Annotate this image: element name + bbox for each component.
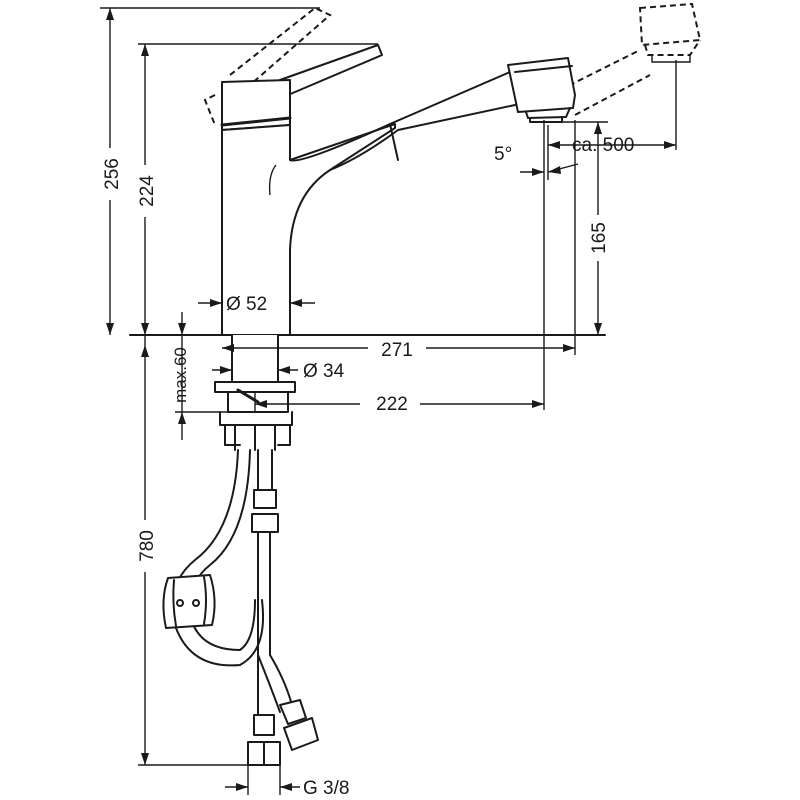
- dim-max-deck: max.60: [171, 347, 190, 403]
- faucet-body: [220, 44, 576, 336]
- hoses: [162, 449, 319, 766]
- mounting-assembly: [129, 334, 606, 451]
- dim-reach: 271: [381, 340, 413, 361]
- dim-hole-to-outlet: 222: [376, 394, 408, 415]
- dim-total-height: 256: [102, 158, 123, 190]
- dim-hose-length: 780: [137, 530, 158, 562]
- dim-connection: G 3/8: [303, 778, 349, 799]
- pulled-out-spout-outline: [559, 2, 702, 116]
- dim-shank-diameter: Ø 34: [303, 361, 345, 382]
- dim-body-diameter: Ø 52: [226, 294, 267, 315]
- dim-spout-height: 224: [137, 175, 158, 207]
- dim-pull-out-length: ca. 500: [572, 135, 634, 156]
- dim-angle: 5°: [494, 144, 512, 165]
- dim-outlet-height: 165: [589, 222, 610, 254]
- raised-lever-outline: [203, 6, 332, 126]
